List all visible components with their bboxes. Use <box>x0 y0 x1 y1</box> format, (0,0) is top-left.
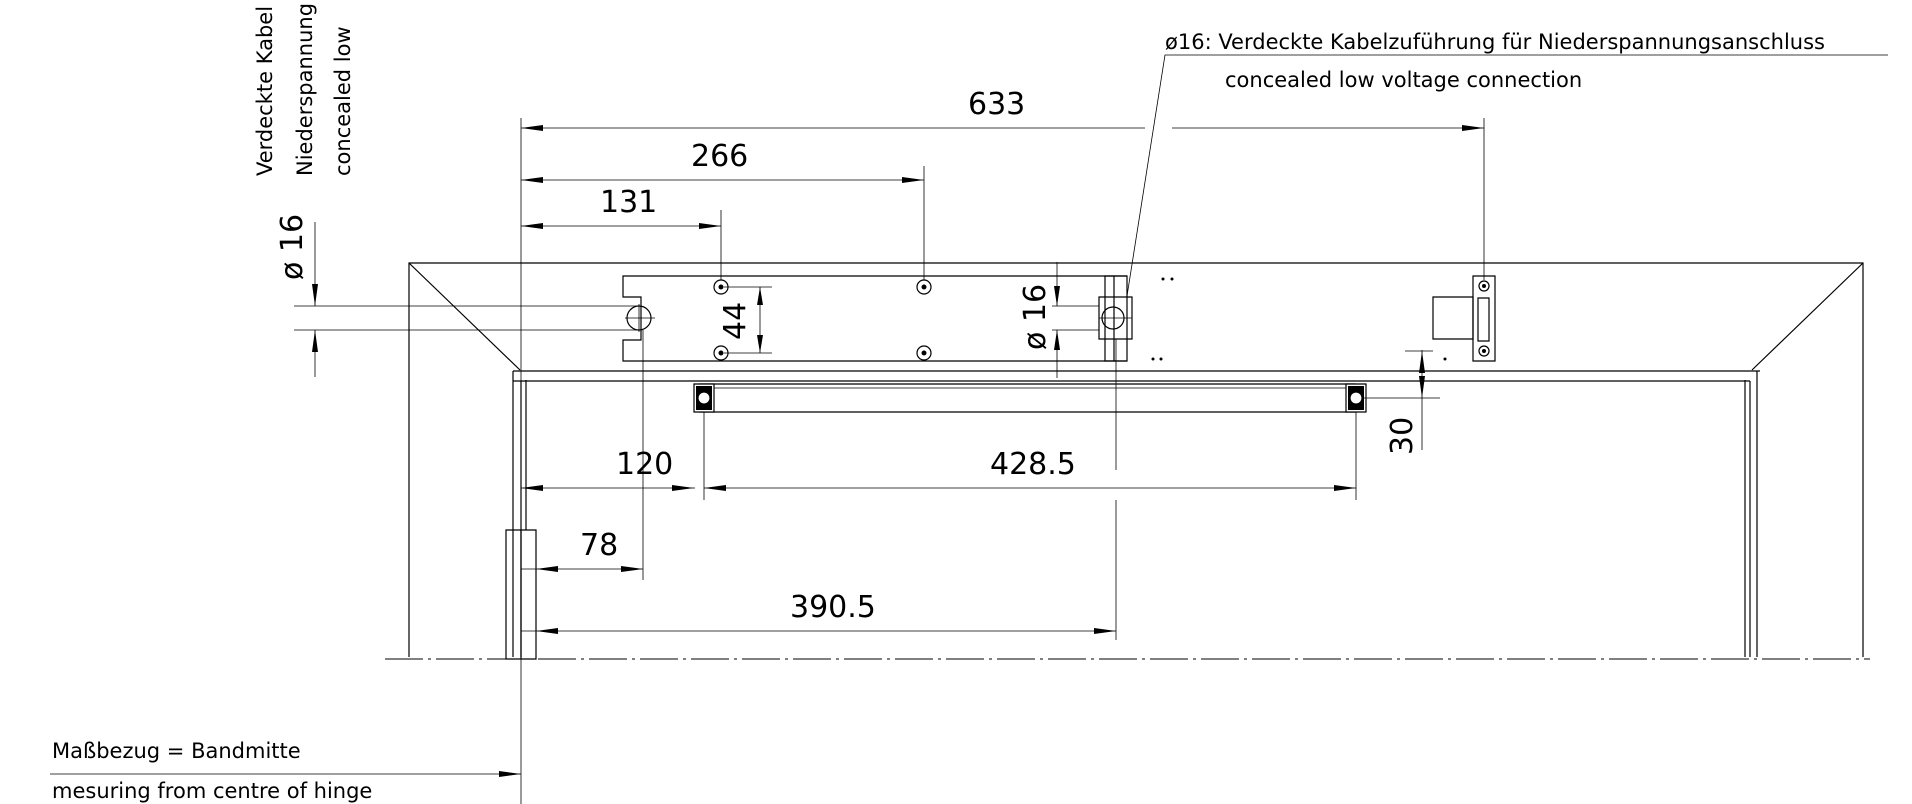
dim-30-label: 30 <box>1385 417 1420 455</box>
dimension-dia16-left: ø 16 <box>275 214 640 377</box>
dim-390-5-label: 390.5 <box>790 590 876 625</box>
vertical-note: Verdeckte Kabel Niederspannung concealed… <box>253 3 355 176</box>
cable-note-en: concealed low voltage connection <box>1225 68 1582 92</box>
cable-note: ø16: Verdeckte Kabelzuführung für Nieder… <box>1127 30 1888 296</box>
cable-note-de: ø16: Verdeckte Kabelzuführung für Nieder… <box>1165 30 1825 54</box>
dim-120-label: 120 <box>616 447 673 482</box>
reference-note: Maßbezug = Bandmitte mesuring from centr… <box>50 739 521 803</box>
dim-44-label: 44 <box>718 302 753 340</box>
dimension-633: 633 <box>521 87 1484 280</box>
mounting-hole <box>718 350 724 356</box>
mounting-hole <box>921 284 927 290</box>
dimension-428-5: 428.5 <box>704 412 1356 500</box>
cable-hole-left <box>625 304 655 332</box>
dim-131-label: 131 <box>600 185 657 220</box>
dim-dia16-left-label: ø 16 <box>275 214 310 280</box>
dimension-266: 266 <box>521 139 924 280</box>
mounting-hole <box>917 346 931 360</box>
dimension-30: 30 <box>1362 350 1440 455</box>
dimension-120: 120 <box>521 330 695 580</box>
dimension-44: 44 <box>718 287 772 353</box>
dim-78-label: 78 <box>580 528 618 563</box>
dim-428-5-label: 428.5 <box>990 447 1076 482</box>
dim-266-label: 266 <box>691 139 748 174</box>
reference-note-en: mesuring from centre of hinge <box>52 779 372 803</box>
dim-633-label: 633 <box>968 87 1025 122</box>
dimension-78: 78 <box>521 528 643 572</box>
dimension-131: 131 <box>521 185 721 280</box>
mounting-hole <box>921 350 927 356</box>
dimension-390-5: 390.5 <box>521 339 1116 640</box>
right-end-block <box>1405 276 1495 361</box>
vertical-note-1: Verdeckte Kabel <box>253 6 277 176</box>
vertical-note-2: Niederspannung <box>293 3 317 176</box>
reference-note-de: Maßbezug = Bandmitte <box>52 739 301 763</box>
door-frame <box>409 263 1863 657</box>
dimension-dia16-mid: ø 16 <box>1018 262 1099 378</box>
cable-entry-block <box>1099 276 1132 361</box>
dim-dia16-mid-label: ø 16 <box>1018 284 1053 350</box>
vertical-note-3: concealed low <box>331 26 355 176</box>
slide-rail <box>694 384 1366 412</box>
mounting-hole <box>718 284 724 290</box>
